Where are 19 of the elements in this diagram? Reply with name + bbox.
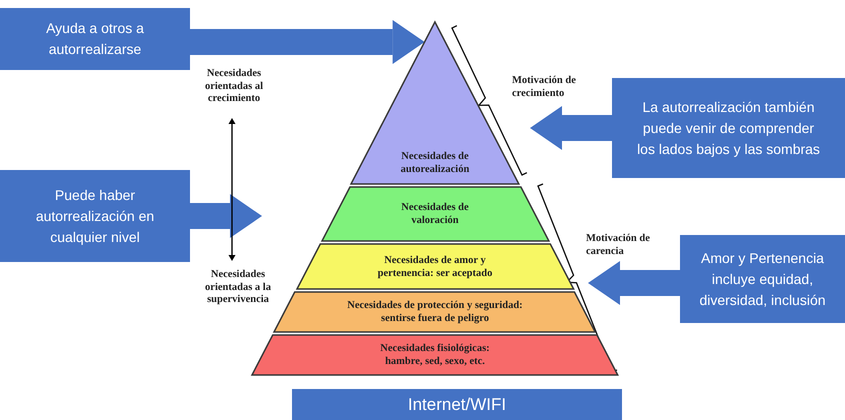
bracket-label: Motivación de crecimiento bbox=[512, 75, 577, 100]
base-bar: Internet/WIFI bbox=[292, 389, 622, 420]
level-label: Necesidades fisiológicas: hambre, sed, sexo, etc. bbox=[379, 342, 491, 368]
callout-box: Puede haber autorrealización en cualquier nivel bbox=[0, 170, 190, 262]
side-note: Necesidades orientadas a la supervivencia bbox=[190, 269, 286, 309]
level-label: Necesidades de valoración bbox=[400, 200, 470, 228]
level-label: Necesidades de protección y seguridad: sentirse fuera de peligro bbox=[346, 298, 524, 326]
callout-box: Amor y Pertenencia incluye equidad, diversidad, inclusión bbox=[680, 235, 845, 323]
bracket-label: Motivación de carencia bbox=[586, 233, 651, 258]
callout-box: Ayuda a otros a autorrealizarse bbox=[0, 8, 190, 70]
level-label: Necesidades de autorealización bbox=[400, 150, 470, 176]
block-arrow bbox=[530, 106, 612, 150]
level-label: Necesidades de amor y pertenencia: ser aceptado bbox=[376, 253, 494, 280]
block-arrow bbox=[588, 261, 680, 305]
block-arrow bbox=[190, 20, 425, 64]
block-arrow bbox=[190, 194, 262, 238]
side-note: Necesidades orientadas al crecimiento bbox=[192, 68, 276, 108]
double-arrow bbox=[228, 118, 236, 261]
callout-box: La autorrealización también puede venir de comprender los lados bajos y las sombras bbox=[612, 78, 845, 178]
